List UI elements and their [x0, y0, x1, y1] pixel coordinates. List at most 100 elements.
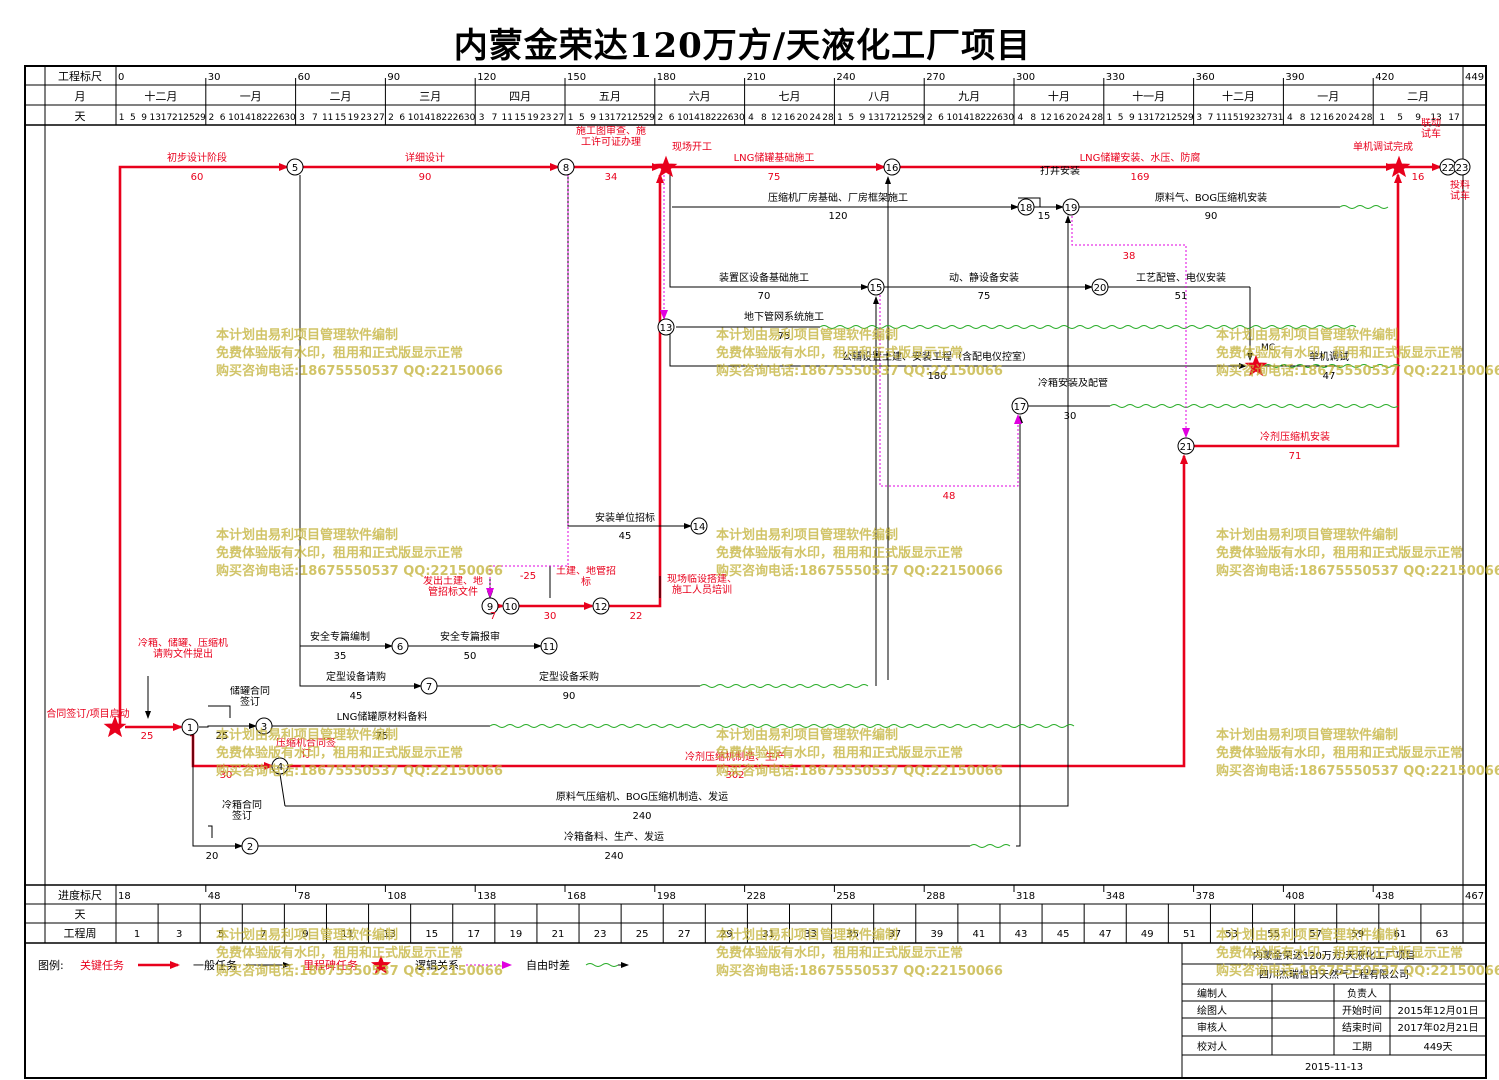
- day-cell: 11: [322, 113, 333, 123]
- milestones: [103, 155, 1411, 738]
- day-cell: 24: [809, 113, 821, 123]
- task-label: 施工图审查、施工许可证办理: [576, 126, 646, 148]
- task-duration: 75: [376, 731, 389, 742]
- day-cell: 10: [677, 113, 689, 123]
- milestone-label: MC: [1261, 343, 1275, 353]
- node-number: 11: [543, 642, 556, 653]
- node-number: 22: [1442, 163, 1455, 174]
- month-cell: 一月: [240, 90, 262, 103]
- task-duration: 45: [619, 531, 632, 542]
- info-checker-label: 校对人: [1197, 1040, 1227, 1053]
- week-cell: 21: [552, 929, 565, 940]
- info-project: 内蒙金荣达120万方/天液化工厂项目: [1253, 949, 1415, 962]
- node-19: 19: [1062, 198, 1080, 216]
- day-cell: 14: [958, 113, 970, 123]
- proj-tick: 449: [1465, 72, 1484, 83]
- frame: [24, 65, 1487, 1079]
- task-label: 初步设计阶段: [167, 151, 227, 164]
- prog-tick: 378: [1196, 891, 1215, 902]
- day-cell: 1: [1379, 113, 1385, 123]
- day-cell: 24: [1079, 113, 1091, 123]
- day-cell: 1: [119, 113, 125, 123]
- node-7: 7: [420, 677, 438, 695]
- task-duration: 45: [350, 691, 363, 702]
- node-9: 9: [481, 597, 499, 615]
- week-cell: 41: [973, 929, 986, 940]
- day-cell: 23: [1250, 113, 1261, 123]
- prog-ruler-label: 进度标尺: [58, 888, 102, 902]
- prog-tick: 138: [477, 891, 496, 902]
- week-cell: 61: [1393, 929, 1406, 940]
- day-cell: 5: [130, 113, 136, 123]
- legend-milestone-label: 里程碑任务: [303, 959, 358, 972]
- week-cell: 5: [218, 929, 224, 940]
- month-cell: 十一月: [1132, 89, 1165, 103]
- day-cell: 12: [1310, 113, 1321, 123]
- day-cell: 29: [1182, 113, 1194, 123]
- info-owner-label: 负责人: [1347, 987, 1377, 1000]
- task-label: 冷剂压缩机安装: [1260, 430, 1330, 443]
- node-23: 23: [1453, 158, 1471, 176]
- task-duration: 240: [632, 811, 651, 822]
- node-4: 4: [271, 757, 289, 775]
- day-cell: 20: [1335, 113, 1347, 123]
- task-duration: 169: [1130, 172, 1149, 183]
- day-cell: 21: [621, 113, 632, 123]
- day-cell: 9: [860, 113, 866, 123]
- day-cell: 19: [348, 113, 360, 123]
- milestone-test-done-star: [1387, 155, 1411, 178]
- node-17: 17: [1011, 397, 1029, 415]
- day-cell: 6: [220, 113, 226, 123]
- node-5: 5: [286, 158, 304, 176]
- prog-tick: 198: [657, 891, 676, 902]
- prog-tick: 288: [926, 891, 945, 902]
- info-block: 内蒙金荣达120万方/天液化工厂项目 四川杰瑞恒日天然气工程有限公司 编制人 负…: [1181, 943, 1486, 1078]
- day-cell: 9: [590, 113, 596, 123]
- proj-tick: 300: [1016, 72, 1035, 83]
- task-label: 工艺配管、电仪安装: [1136, 271, 1226, 284]
- legend-star-icon: [371, 955, 391, 974]
- node-18: 18: [1017, 198, 1035, 216]
- day-cell: 21: [1160, 113, 1171, 123]
- info-duration: 449天: [1423, 1042, 1452, 1053]
- milestone-site-start-star: [654, 155, 678, 178]
- day-cell: 11: [1216, 113, 1227, 123]
- task-label: LNG储罐基础施工: [734, 151, 815, 164]
- node-14: 14: [690, 517, 708, 535]
- day-cell: 25: [183, 113, 194, 123]
- day-cell: 22: [980, 113, 991, 123]
- task-label: 储罐合同签订: [230, 686, 270, 708]
- node-20: 20: [1091, 278, 1109, 296]
- node-number: 23: [1456, 163, 1469, 174]
- day-cell: 1: [1107, 113, 1113, 123]
- node-number: 20: [1094, 283, 1107, 294]
- task-label: 安装单位招标: [595, 511, 655, 524]
- task-duration: 90: [419, 172, 432, 183]
- proj-tick: 30: [208, 72, 221, 83]
- task-label: 发出土建、地管招标文件: [423, 576, 483, 598]
- day-cell: 10: [228, 113, 240, 123]
- day-cell: 21: [890, 113, 901, 123]
- task-label: 现场临设搭建、施工人员培训: [667, 574, 737, 596]
- proj-tick: 150: [567, 72, 586, 83]
- task-duration: 70: [758, 291, 771, 302]
- prog-tick: 168: [567, 891, 586, 902]
- week-cell: 11: [341, 929, 354, 940]
- prog-tick: 48: [208, 891, 221, 902]
- day-cell: 8: [761, 113, 767, 123]
- day-cell: 7: [492, 113, 498, 123]
- task-duration: 51: [1175, 291, 1188, 302]
- day-cell: 30: [1003, 113, 1015, 123]
- day-cell: 20: [797, 113, 809, 123]
- day-cell: 30: [464, 113, 476, 123]
- week-cell: 37: [888, 929, 901, 940]
- day-cell: 25: [1171, 113, 1182, 123]
- day-cell: 18: [430, 113, 442, 123]
- page-title: 内蒙金荣达120万方/天液化工厂项目: [453, 26, 1032, 66]
- month-cell: 六月: [689, 90, 711, 103]
- month-cell: 四月: [509, 90, 531, 103]
- node-6: 6: [391, 637, 409, 655]
- info-end: 2017年02月21日: [1398, 1021, 1479, 1034]
- node-number: 13: [660, 323, 673, 334]
